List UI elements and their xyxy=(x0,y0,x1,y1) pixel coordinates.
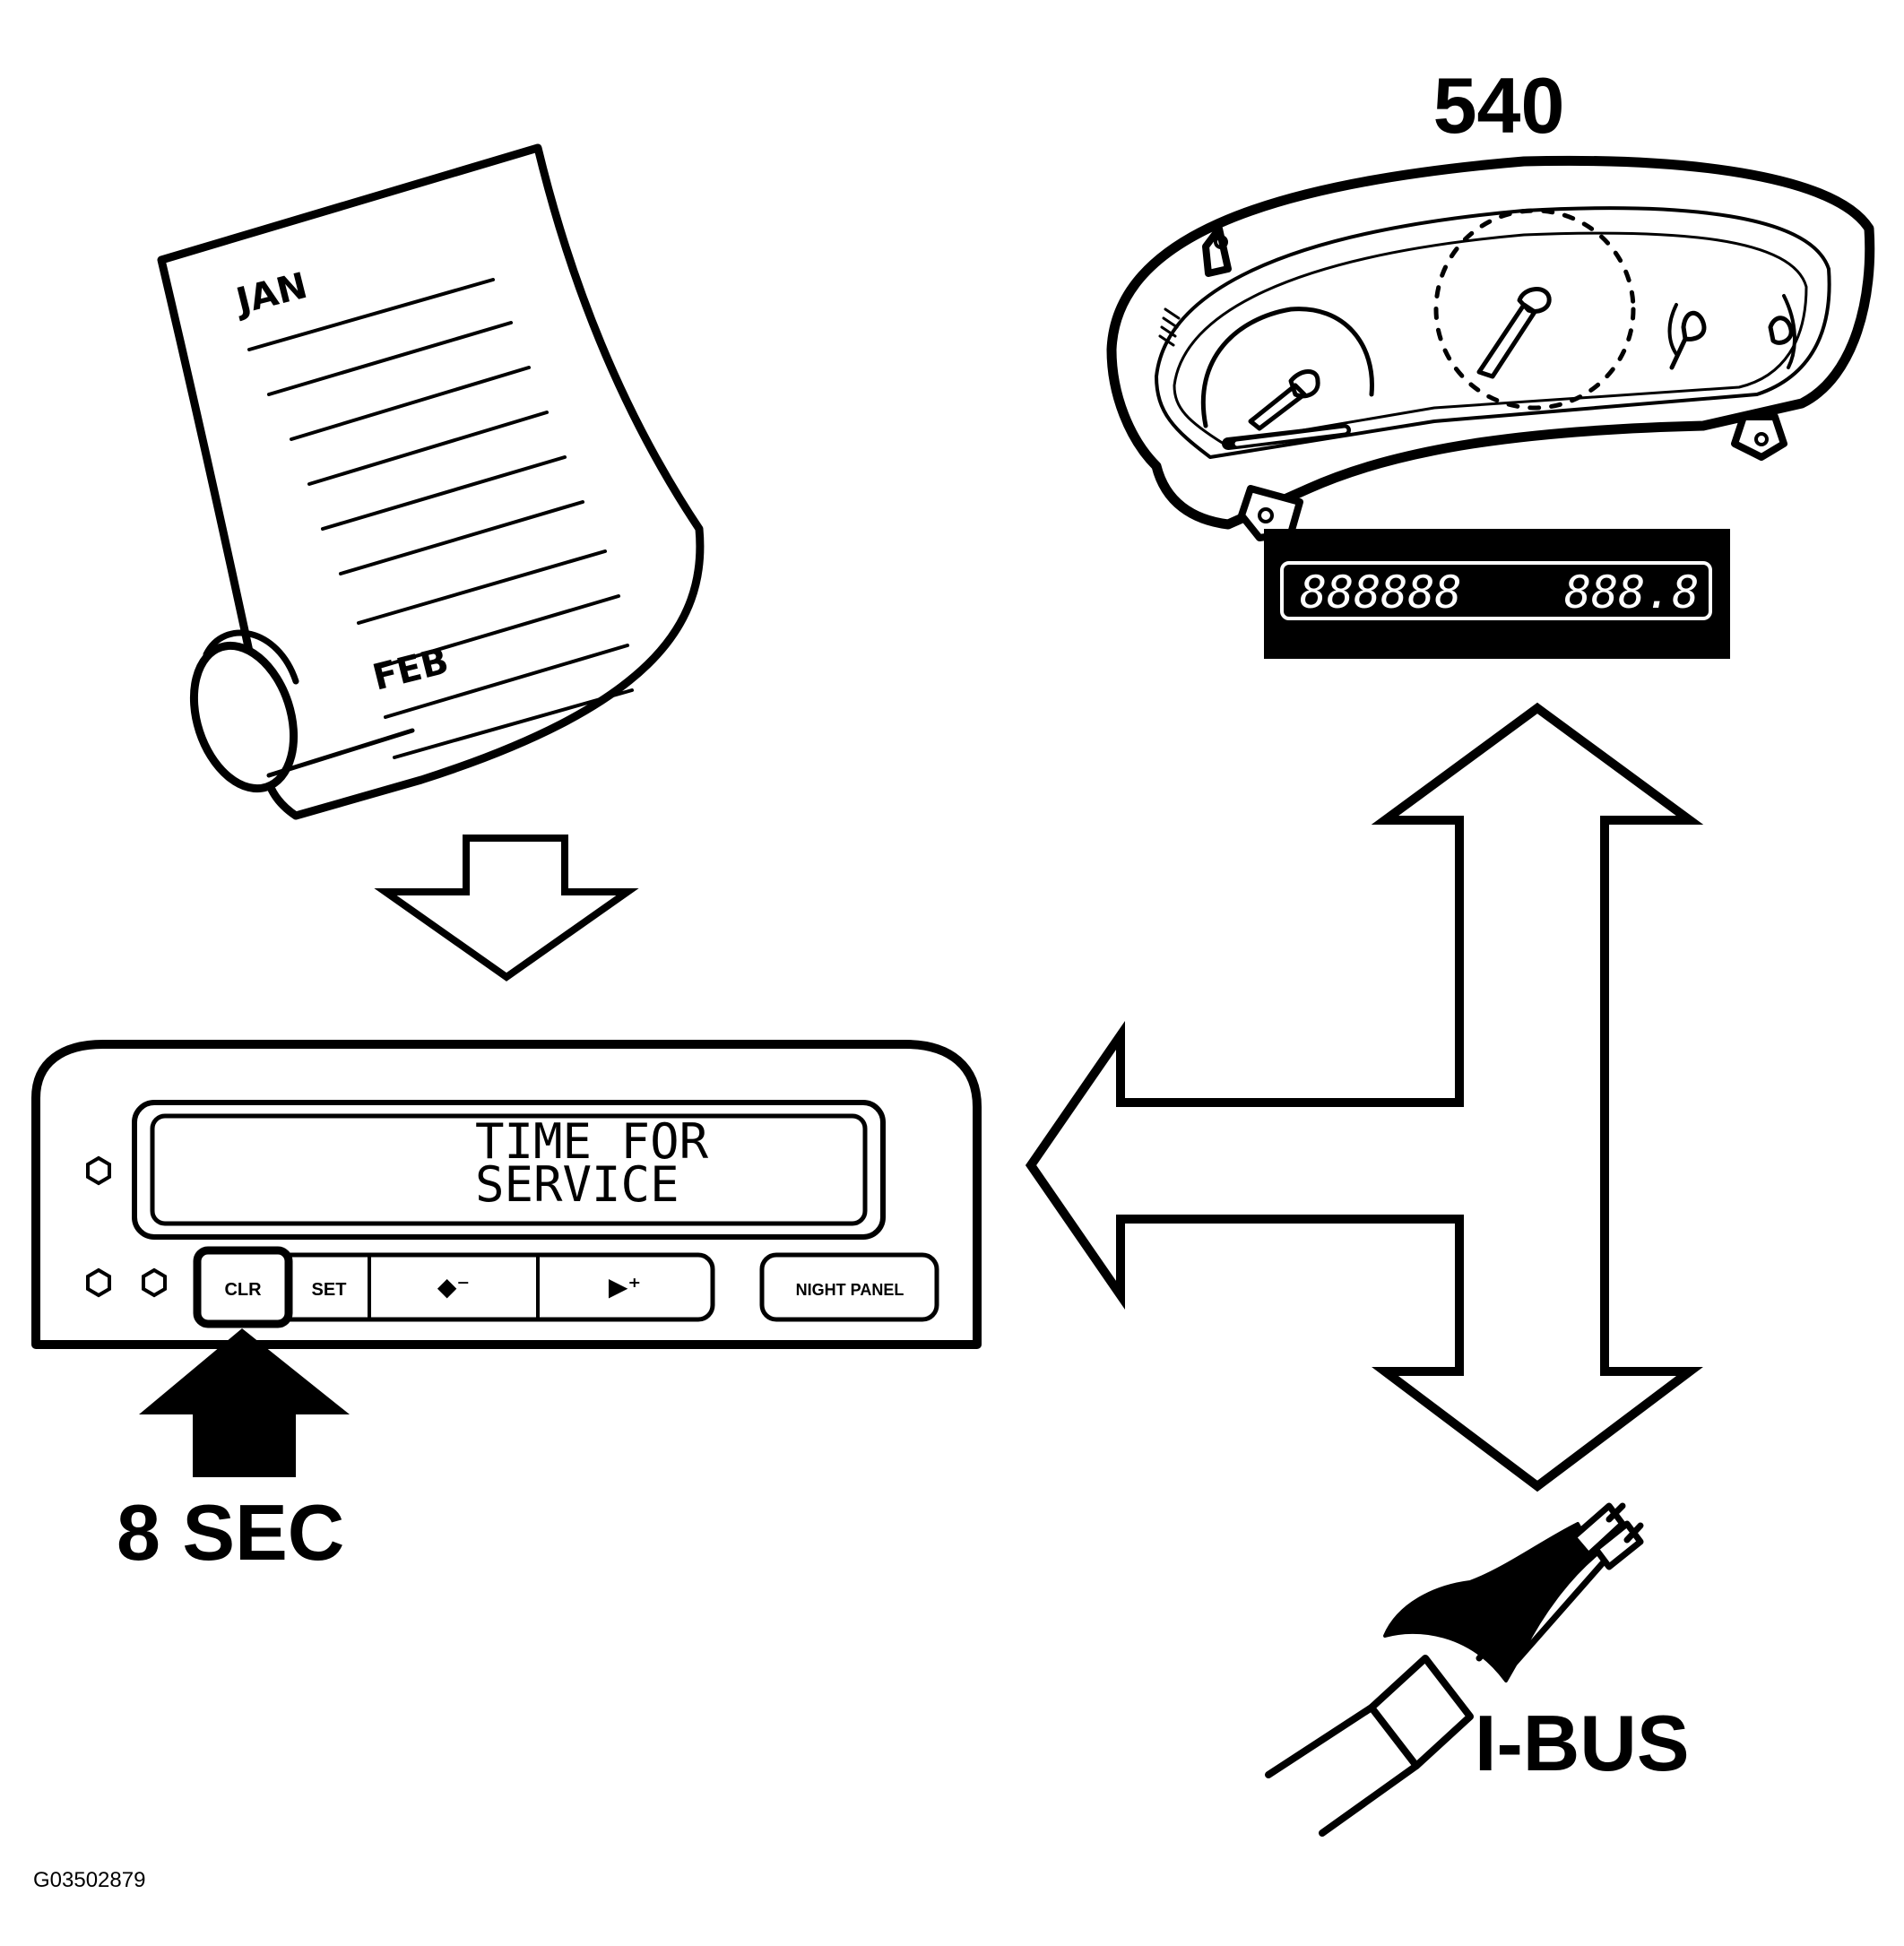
down-arrow-icon xyxy=(374,835,639,982)
cluster-odometer-panel xyxy=(1264,529,1730,659)
minus-button-label: ◆⁻ xyxy=(437,1273,470,1301)
clr-button-label: CLR xyxy=(224,1280,262,1300)
display-line-1: TIME FOR xyxy=(475,1113,709,1170)
calendar-scroll-illustration xyxy=(157,143,705,820)
figure-code: G03502879 xyxy=(33,1868,145,1892)
odometer-readout: 888888 xyxy=(1300,567,1462,618)
display-line-2: SERVICE xyxy=(475,1156,679,1213)
plus-button-label: ▶⁺ xyxy=(609,1273,641,1301)
set-button-label: SET xyxy=(312,1280,347,1300)
indicator-hex-1 xyxy=(86,1155,111,1186)
model-label: 540 xyxy=(1433,61,1565,150)
indicator-hex-2 xyxy=(86,1267,111,1298)
ibus-connector-illustration xyxy=(1265,1502,1644,1837)
hold-time-label: 8 SEC xyxy=(117,1488,344,1577)
clr-button[interactable] xyxy=(193,1246,293,1328)
bidirectional-bus-arrow-icon xyxy=(1025,702,1704,1492)
night-panel-button-label: NIGHT PANEL xyxy=(796,1281,904,1299)
bus-label: I-BUS xyxy=(1475,1699,1690,1787)
instrument-cluster-illustration xyxy=(1106,155,1875,541)
indicator-hex-3 xyxy=(142,1267,167,1298)
press-up-arrow-icon xyxy=(139,1328,350,1477)
trip-readout: 888.8 xyxy=(1564,567,1700,618)
